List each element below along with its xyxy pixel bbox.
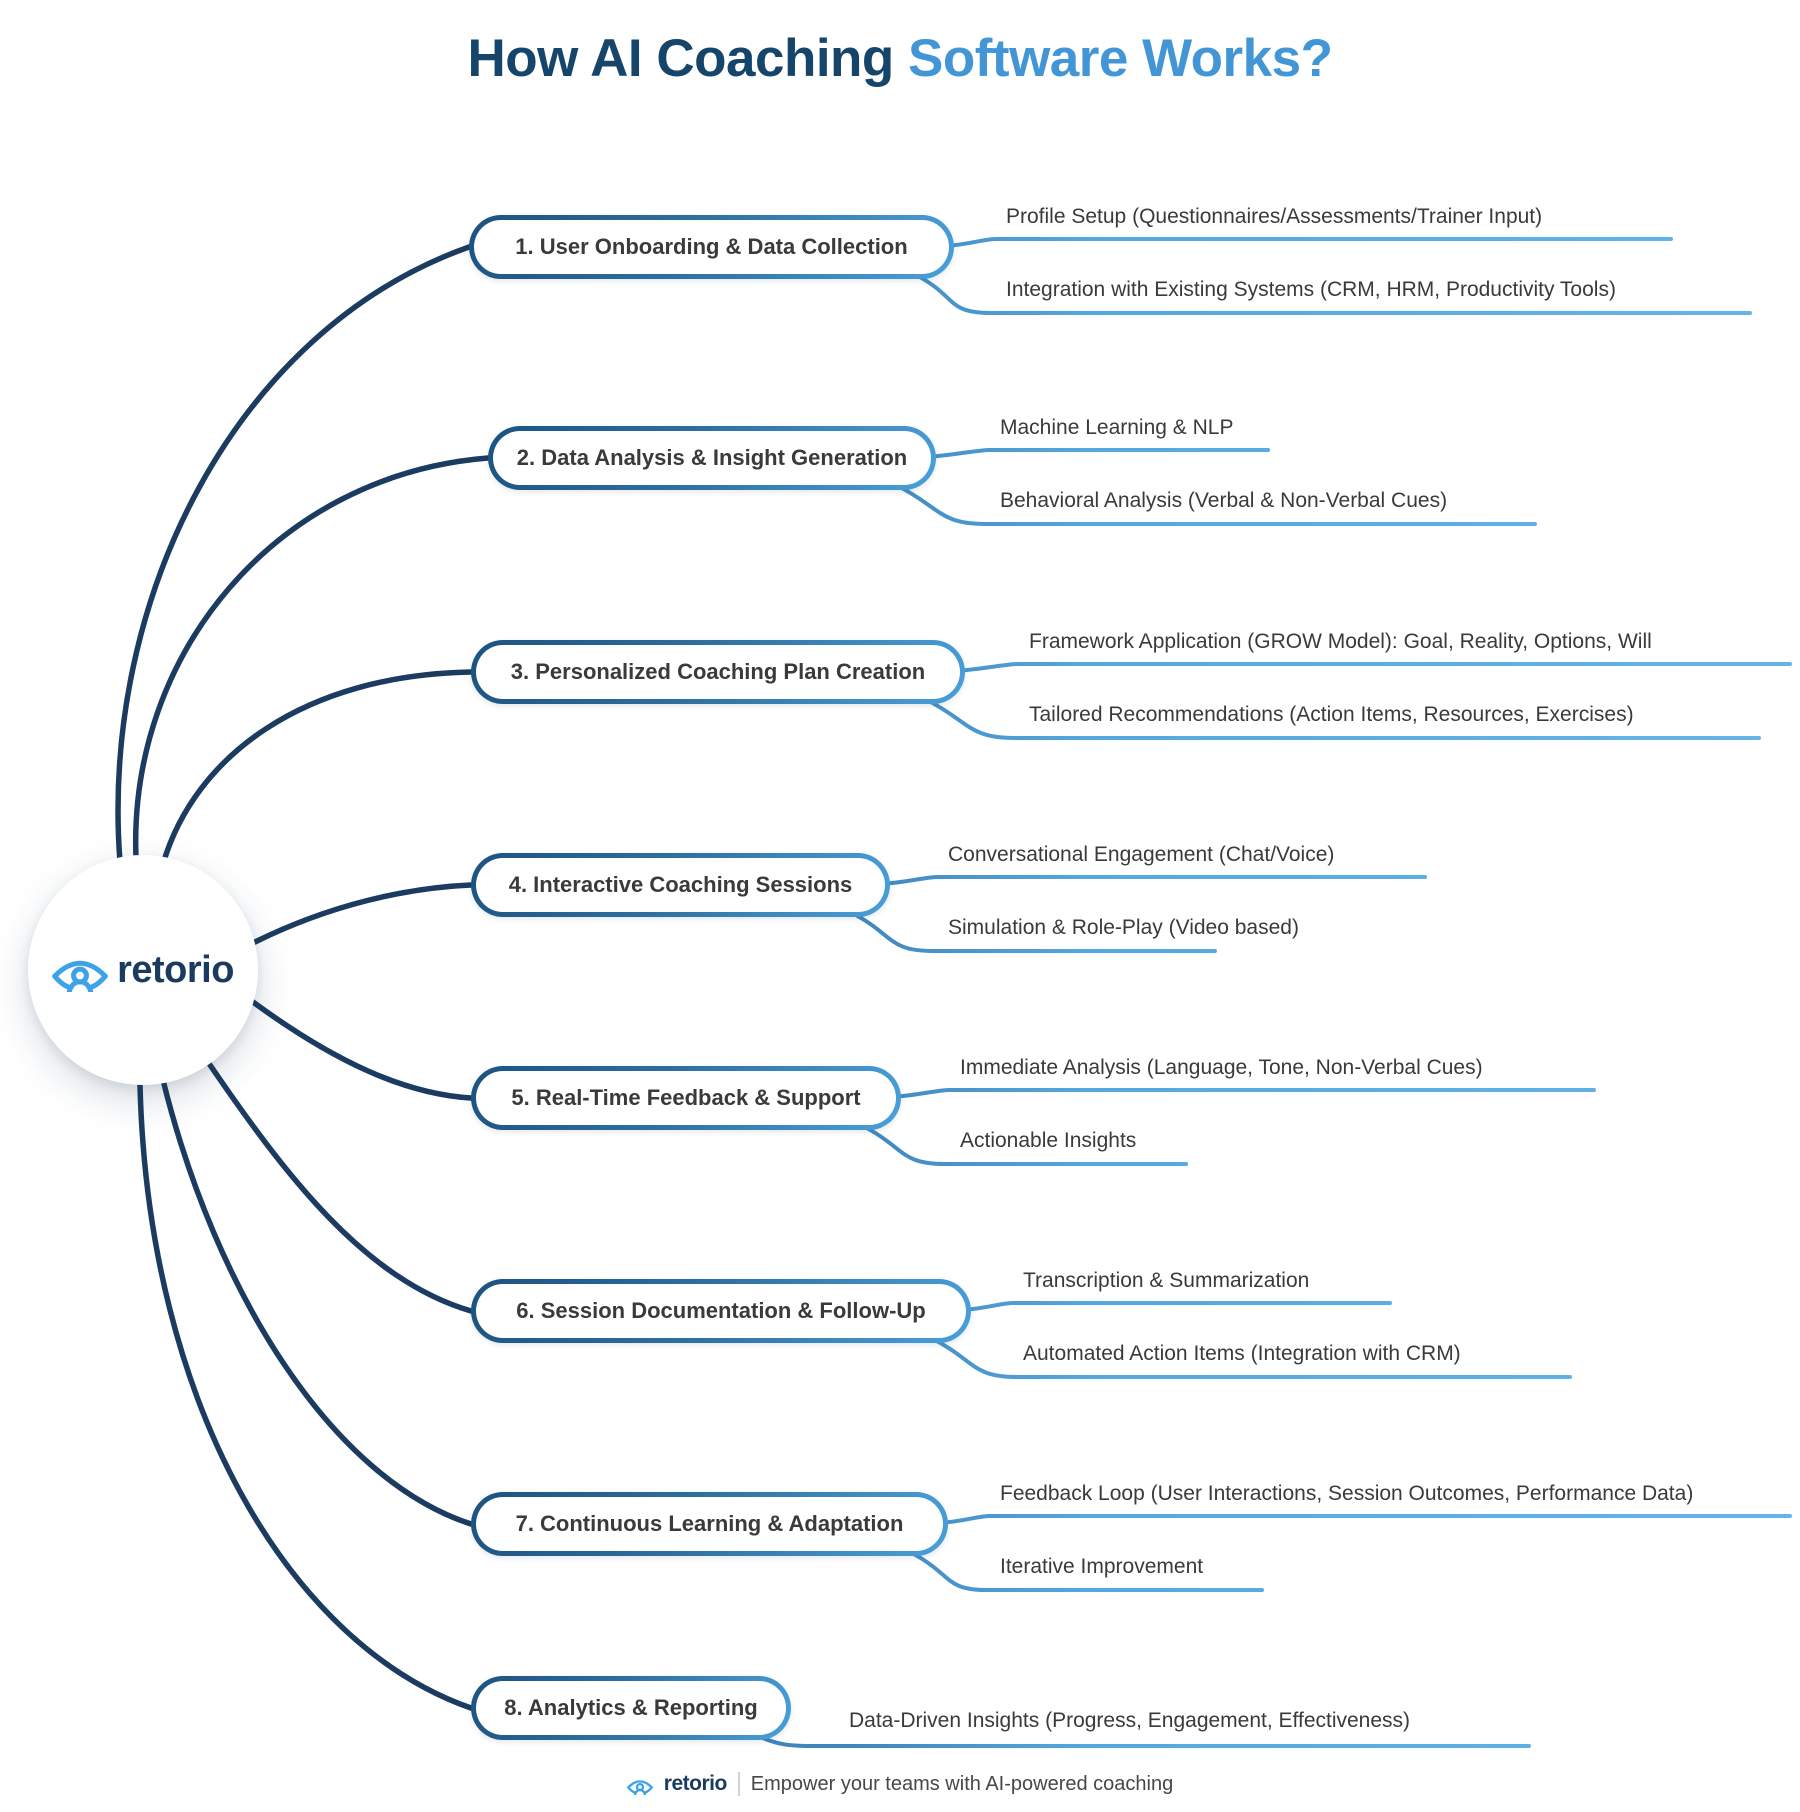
node-label: 3. Personalized Coaching Plan Creation xyxy=(476,645,960,699)
child-data-driven-insights: Data-Driven Insights (Progress, Engageme… xyxy=(849,1709,1411,1732)
node-coaching-plan: 3. Personalized Coaching Plan Creation xyxy=(471,640,965,704)
page-title-dark-part: How AI Coaching xyxy=(467,29,895,88)
child-automated-action-items: Automated Action Items (Integration with… xyxy=(1023,1342,1461,1365)
brand-wordmark: retorio xyxy=(117,948,234,991)
page-title: How AI Coaching Software Works? xyxy=(0,28,1800,89)
node-data-analysis: 2. Data Analysis & Insight Generation xyxy=(488,426,936,490)
child-integration-systems: Integration with Existing Systems (CRM, … xyxy=(1006,278,1616,301)
node-user-onboarding: 1. User Onboarding & Data Collection xyxy=(469,215,954,279)
node-interactive-sessions: 4. Interactive Coaching Sessions xyxy=(471,853,890,917)
child-branches xyxy=(749,237,1792,1749)
child-profile-setup: Profile Setup (Questionnaires/Assessment… xyxy=(1006,205,1543,228)
child-behavioral-analysis: Behavioral Analysis (Verbal & Non-Verbal… xyxy=(1000,489,1448,512)
node-label: 5. Real-Time Feedback & Support xyxy=(476,1071,896,1125)
node-continuous-learning: 7. Continuous Learning & Adaptation xyxy=(471,1492,948,1556)
child-tailored-recommendations: Tailored Recommendations (Action Items, … xyxy=(1029,703,1634,726)
node-label: 1. User Onboarding & Data Collection xyxy=(474,220,949,274)
child-feedback-loop: Feedback Loop (User Interactions, Sessio… xyxy=(1000,1482,1694,1505)
node-label: 7. Continuous Learning & Adaptation xyxy=(476,1497,943,1551)
child-immediate-analysis: Immediate Analysis (Language, Tone, Non-… xyxy=(960,1056,1483,1079)
footer: retorio Empower your teams with AI-power… xyxy=(0,1772,1800,1796)
child-simulation-roleplay: Simulation & Role-Play (Video based) xyxy=(948,916,1299,939)
node-label: 6. Session Documentation & Follow-Up xyxy=(476,1284,966,1338)
retorio-eye-icon xyxy=(626,1779,653,1795)
child-actionable-insights: Actionable Insights xyxy=(960,1129,1137,1152)
node-analytics-reporting: 8. Analytics & Reporting xyxy=(471,1676,791,1740)
node-label: 8. Analytics & Reporting xyxy=(476,1681,786,1735)
node-label: 4. Interactive Coaching Sessions xyxy=(476,858,885,912)
footer-tagline: Empower your teams with AI-powered coach… xyxy=(750,1772,1174,1795)
main-branches xyxy=(115,244,491,1711)
page-title-light-part: Software Works? xyxy=(908,29,1333,88)
child-framework-application: Framework Application (GROW Model): Goal… xyxy=(1029,630,1652,653)
child-conversational-engagement: Conversational Engagement (Chat/Voice) xyxy=(948,843,1335,866)
node-realtime-feedback: 5. Real-Time Feedback & Support xyxy=(471,1066,901,1130)
node-session-documentation: 6. Session Documentation & Follow-Up xyxy=(471,1279,971,1343)
child-iterative-improvement: Iterative Improvement xyxy=(1000,1555,1204,1578)
child-machine-learning: Machine Learning & NLP xyxy=(1000,416,1234,439)
footer-divider xyxy=(737,1772,740,1796)
center-brand-node: retorio xyxy=(28,855,258,1085)
footer-brand-wordmark: retorio xyxy=(663,1772,728,1795)
child-transcription-summarization: Transcription & Summarization xyxy=(1023,1269,1310,1292)
retorio-eye-icon xyxy=(52,960,108,992)
node-label: 2. Data Analysis & Insight Generation xyxy=(493,431,931,485)
